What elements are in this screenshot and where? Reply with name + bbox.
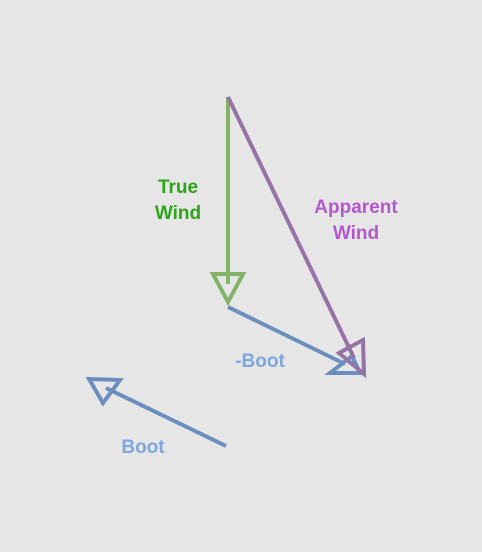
boot-arrow: [85, 376, 227, 448]
true-wind-arrowhead: [209, 272, 247, 307]
true-wind-label: True Wind: [138, 175, 218, 227]
minus-boot-arrowhead: [324, 352, 364, 375]
boot-label: Boot: [121, 437, 165, 458]
apparent-wind-label-line-1: Apparent: [314, 197, 398, 218]
apparent-wind-arrowhead: [335, 336, 367, 379]
minus-boot-arrow: [227, 305, 364, 375]
apparent-wind-label: Apparent Wind: [296, 195, 416, 247]
apparent-wind-shaft: [226, 96, 356, 359]
boot-shaft: [105, 386, 227, 448]
boot-arrowhead: [85, 376, 124, 407]
true-wind-arrow: [209, 97, 247, 307]
minus-boot-label: -Boot: [235, 351, 285, 372]
apparent-wind-arrow: [226, 96, 367, 379]
minus-boot-shaft: [227, 305, 346, 366]
true-wind-label-line-1: True: [157, 177, 199, 198]
apparent-wind-label-line-2: Wind: [332, 223, 380, 244]
true-wind-label-line-2: Wind: [154, 203, 202, 224]
